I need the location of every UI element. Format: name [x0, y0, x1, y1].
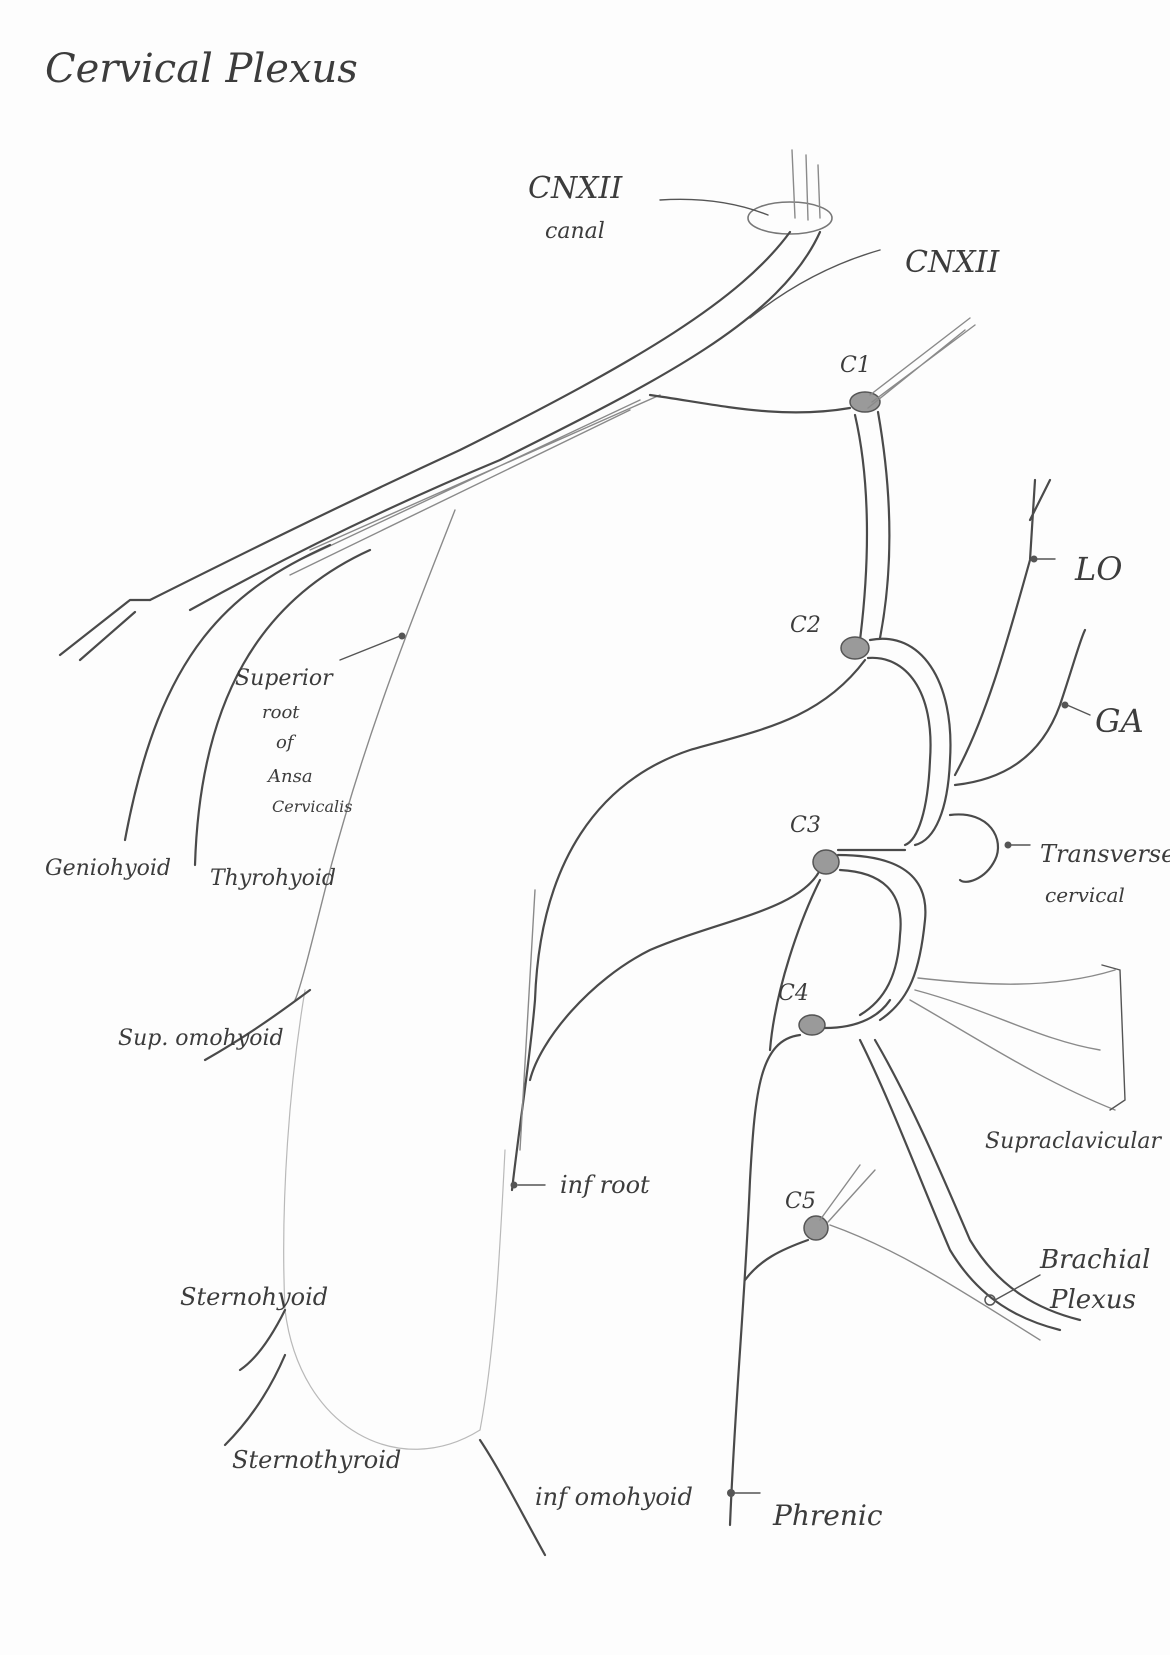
label-thyrohyoid: Thyrohyoid — [210, 866, 336, 891]
label-ga: GA — [1095, 702, 1144, 740]
label-inf-root: inf root — [560, 1171, 650, 1199]
label-sternohyoid: Sternohyoid — [180, 1283, 328, 1311]
cnxii-leader — [750, 250, 880, 318]
phrenic-marker — [727, 1489, 735, 1497]
label-c5: C5 — [785, 1189, 816, 1214]
superior-root-ansa — [295, 510, 455, 1000]
label-superior-root-2: root — [262, 702, 300, 723]
label-sternothyroid: Sternothyroid — [232, 1446, 401, 1474]
label-lo: LO — [1074, 550, 1122, 588]
label-superior-root-3: of — [276, 732, 297, 753]
cnxii-canal-leader — [660, 199, 768, 215]
ga-leader — [1067, 705, 1090, 715]
label-c4: C4 — [778, 981, 809, 1006]
c5-to-brachial — [830, 1225, 1040, 1340]
c1-to-cnxii — [650, 395, 850, 412]
label-superior-root-1: Superior — [235, 666, 334, 691]
c2-c3-loop-inner — [868, 658, 931, 845]
cnxii-stem-upper — [792, 150, 820, 220]
c2-ganglion — [841, 637, 869, 659]
c5-ganglion — [804, 1216, 828, 1240]
label-c2: C2 — [790, 613, 821, 638]
label-brachial-2: Plexus — [1049, 1285, 1136, 1315]
c3-c4-loop-inner — [840, 870, 901, 1015]
label-superior-root-5: Cervicalis — [272, 797, 352, 816]
label-superior-root-4: Ansa — [266, 766, 313, 787]
inferior-root — [512, 660, 865, 1190]
c1-c2-trunk-left — [855, 415, 867, 640]
c1-c2-trunk-right — [878, 412, 889, 638]
c4-connection — [825, 1000, 890, 1028]
label-geniohyoid: Geniohyoid — [45, 856, 171, 881]
cnxii-nerve-upper-edge — [150, 232, 790, 600]
label-supraclavicular: Supraclavicular — [985, 1129, 1163, 1154]
label-inf-omohyoid: inf omohyoid — [535, 1483, 693, 1511]
supraclavicular-branch-1 — [918, 970, 1115, 984]
label-c3: C3 — [790, 813, 821, 838]
label-cnxii-canal-2: canal — [545, 219, 605, 244]
phrenic-nerve — [730, 1035, 800, 1525]
c4-ganglion — [799, 1015, 825, 1035]
cnxii-nerve-lower-edge — [190, 232, 820, 610]
c4-to-brachial-inner — [875, 1040, 1080, 1320]
label-transverse-1: Transverse — [1040, 840, 1170, 868]
c1-root-strands — [868, 318, 975, 408]
lesser-occipital-nerve — [955, 480, 1050, 775]
cnxii-distal-end — [60, 600, 150, 660]
transverse-cervical-nerve — [950, 814, 998, 881]
c5-to-phrenic — [745, 1240, 808, 1280]
ansa-loop-right — [480, 1150, 505, 1430]
cnxii-nerve-shading — [290, 395, 660, 575]
supraclavicular-bracket — [1102, 965, 1125, 1110]
label-brachial-1: Brachial — [1039, 1245, 1150, 1275]
c3-to-inf-root — [530, 870, 820, 1080]
supraclavicular-branch-3 — [910, 1000, 1115, 1110]
ansa-loop-left — [284, 990, 480, 1449]
diagram-title: Cervical Plexus — [45, 46, 358, 92]
supraclavicular-branch-2 — [915, 990, 1100, 1050]
label-c1: C1 — [840, 353, 871, 378]
label-cnxii-canal-1: CNXII — [528, 171, 623, 206]
sternothyroid-branch — [225, 1355, 285, 1445]
label-cnxii: CNXII — [905, 245, 1000, 280]
sternohyoid-branch — [240, 1310, 285, 1370]
superior-root-leader — [340, 636, 400, 660]
label-transverse-2: cervical — [1045, 883, 1125, 907]
label-phrenic: Phrenic — [772, 1499, 883, 1532]
c2-c3-loop-outer — [870, 639, 950, 845]
label-sup-omohyoid: Sup. omohyoid — [118, 1026, 284, 1051]
c4-to-brachial-outer — [860, 1040, 1060, 1330]
c5-root-strands — [820, 1165, 875, 1222]
c3-ganglion — [813, 850, 839, 874]
inf-root-marker — [511, 1182, 518, 1189]
